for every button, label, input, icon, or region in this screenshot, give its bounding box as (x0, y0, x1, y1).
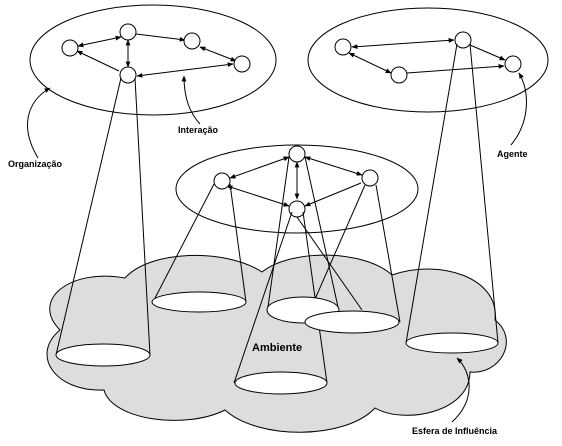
arrow-center-5 (304, 182, 362, 207)
arrow-left-4 (199, 46, 237, 62)
label-interacao: Interação (178, 125, 219, 135)
arrow-right-1 (351, 37, 455, 50)
callout-interacao (181, 75, 201, 125)
influence-sphere (304, 310, 400, 334)
label-ambiente: Ambiente (252, 342, 302, 354)
arrow-left-1 (77, 35, 122, 48)
agent-node (334, 38, 352, 56)
label-esfera-de-influencia: Esfera de Influência (412, 426, 498, 436)
arrow-left-5 (76, 50, 120, 72)
arrow-center-1 (229, 156, 290, 179)
organization-ellipse-right (307, 7, 549, 113)
interaction-arrows-right (348, 37, 506, 74)
agent-node (390, 66, 408, 84)
organization-ellipse-left (29, 4, 277, 116)
arrow-left-3 (135, 33, 186, 42)
agent-node (288, 145, 306, 163)
arrow-right-4 (469, 44, 506, 61)
label-organizacao: Organização (8, 159, 63, 169)
agent-node (233, 55, 251, 73)
agent-node (454, 31, 472, 49)
influence-sphere (55, 343, 151, 367)
callout-organizacao (27, 87, 51, 159)
agent-node (61, 39, 79, 57)
callout-agente (510, 72, 527, 146)
agent-node (361, 169, 379, 187)
agent-nodes (61, 23, 522, 218)
agent-node (504, 55, 522, 73)
agent-node (119, 66, 137, 84)
interaction-arrows-left (76, 33, 237, 78)
influence-sphere (151, 291, 247, 313)
agent-node (183, 32, 201, 50)
influence-sphere (234, 371, 328, 395)
arrow-center-4 (226, 185, 290, 207)
arrow-right-3 (406, 63, 505, 74)
interaction-arrows-center (226, 156, 363, 207)
arrow-left-6 (136, 62, 234, 78)
agent-node (119, 23, 137, 41)
influence-sphere (405, 332, 499, 354)
label-agente: Agente (497, 149, 528, 159)
influence-spheres (55, 291, 499, 395)
arrow-center-3 (304, 156, 363, 176)
arrow-right-2 (348, 52, 392, 74)
callout-esfera (451, 357, 470, 423)
callout-curves (27, 72, 527, 423)
agent-node (213, 172, 231, 190)
